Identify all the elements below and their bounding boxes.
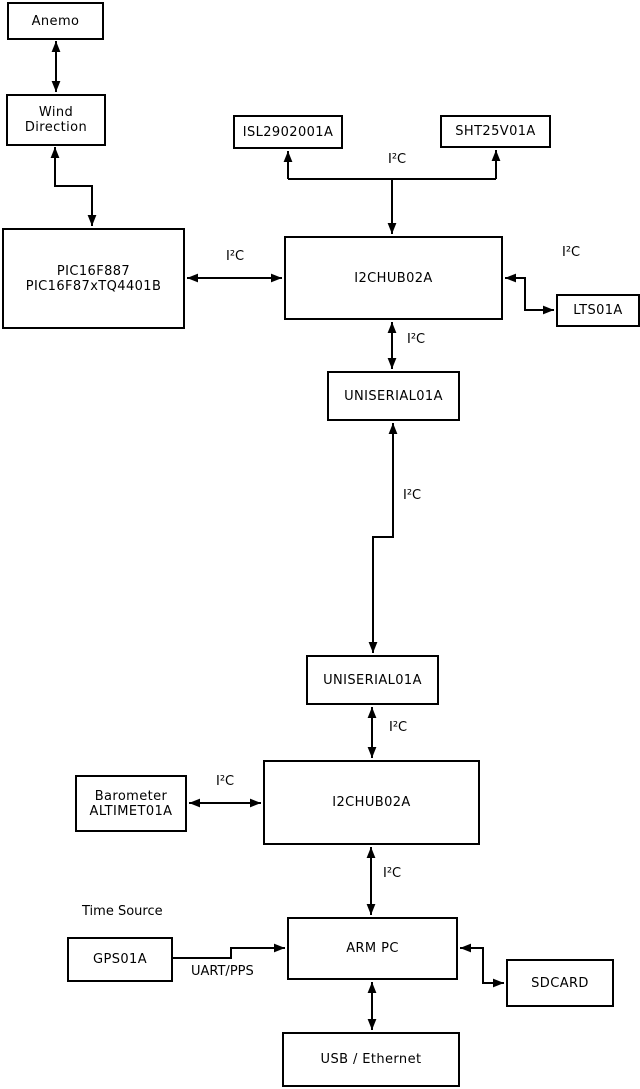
bus-label-i2c-sensors: I²C: [388, 152, 407, 167]
node-usb-ethernet-label: USB / Ethernet: [320, 1052, 422, 1067]
node-uniserial-bottom: UNISERIAL01A: [306, 655, 439, 705]
node-barometer: Barometer ALTIMET01A: [75, 775, 187, 832]
node-anemometer: Anemo: [7, 2, 104, 40]
node-lts-label: LTS01A: [573, 303, 623, 318]
node-isl-label: ISL2902001A: [242, 124, 334, 140]
node-barometer-label-line2: ALTIMET01A: [89, 803, 173, 819]
bus-label-uart-pps: UART/PPS: [191, 964, 254, 979]
node-pic-microcontroller: PIC16F887 PIC16F87xTQ4401B: [2, 228, 185, 329]
bus-label-i2c-hub2-armpc: I²C: [383, 866, 402, 881]
node-wind-direction-label-line1: Wind: [38, 105, 74, 120]
node-uniserial-top-label: UNISERIAL01A: [344, 388, 443, 404]
node-uniserial-bottom-label: UNISERIAL01A: [323, 672, 422, 688]
node-i2c-hub-top: I2CHUB02A: [284, 236, 503, 320]
bus-label-i2c-pic-hub: I²C: [226, 249, 245, 264]
node-pic-label-line1: PIC16F887: [56, 263, 131, 279]
node-sdcard: SDCARD: [506, 959, 614, 1007]
node-wind-direction-label-line2: Direction: [24, 120, 88, 135]
edge-uniserial-top-uniserial-bottom: [368, 423, 398, 653]
node-gps: GPS01A: [67, 937, 173, 982]
node-i2c-hub-top-label: I2CHUB02A: [354, 270, 433, 286]
node-usb-ethernet: USB / Ethernet: [282, 1032, 460, 1087]
node-i2c-hub-bottom-label: I2CHUB02A: [332, 795, 411, 810]
edge-gps-armpc: [173, 943, 285, 959]
bus-label-i2c-uniserial-link: I²C: [403, 488, 422, 503]
annotation-time-source: Time Source: [82, 904, 163, 919]
edge-wind-pic: [50, 147, 97, 226]
node-arm-pc: ARM PC: [287, 917, 458, 980]
node-anemometer-label: Anemo: [31, 13, 80, 29]
node-isl-light-sensor: ISL2902001A: [233, 115, 343, 149]
node-lts-temperature-sensor: LTS01A: [556, 294, 640, 327]
node-arm-pc-label: ARM PC: [346, 941, 399, 956]
bus-label-i2c-hub-uniserial: I²C: [407, 332, 426, 347]
node-sht-label: SHT25V01A: [455, 124, 536, 139]
node-wind-direction: Wind Direction: [6, 94, 106, 146]
node-sht-humidity-sensor: SHT25V01A: [440, 115, 551, 148]
node-i2c-hub-bottom: I2CHUB02A: [263, 760, 480, 845]
bus-label-i2c-uniserial-hub2: I²C: [389, 720, 408, 735]
node-pic-label-line2: PIC16F87xTQ4401B: [25, 278, 162, 294]
bus-label-i2c-barometer: I²C: [216, 774, 235, 789]
node-sdcard-label: SDCARD: [531, 975, 589, 991]
node-uniserial-top: UNISERIAL01A: [327, 371, 460, 421]
edge-armpc-sdcard: [460, 943, 504, 988]
node-gps-label: GPS01A: [92, 952, 147, 967]
bus-label-i2c-lts: I²C: [562, 245, 581, 260]
edge-i2chub-top-lts: [505, 273, 554, 315]
node-barometer-label-line1: Barometer: [94, 788, 168, 804]
